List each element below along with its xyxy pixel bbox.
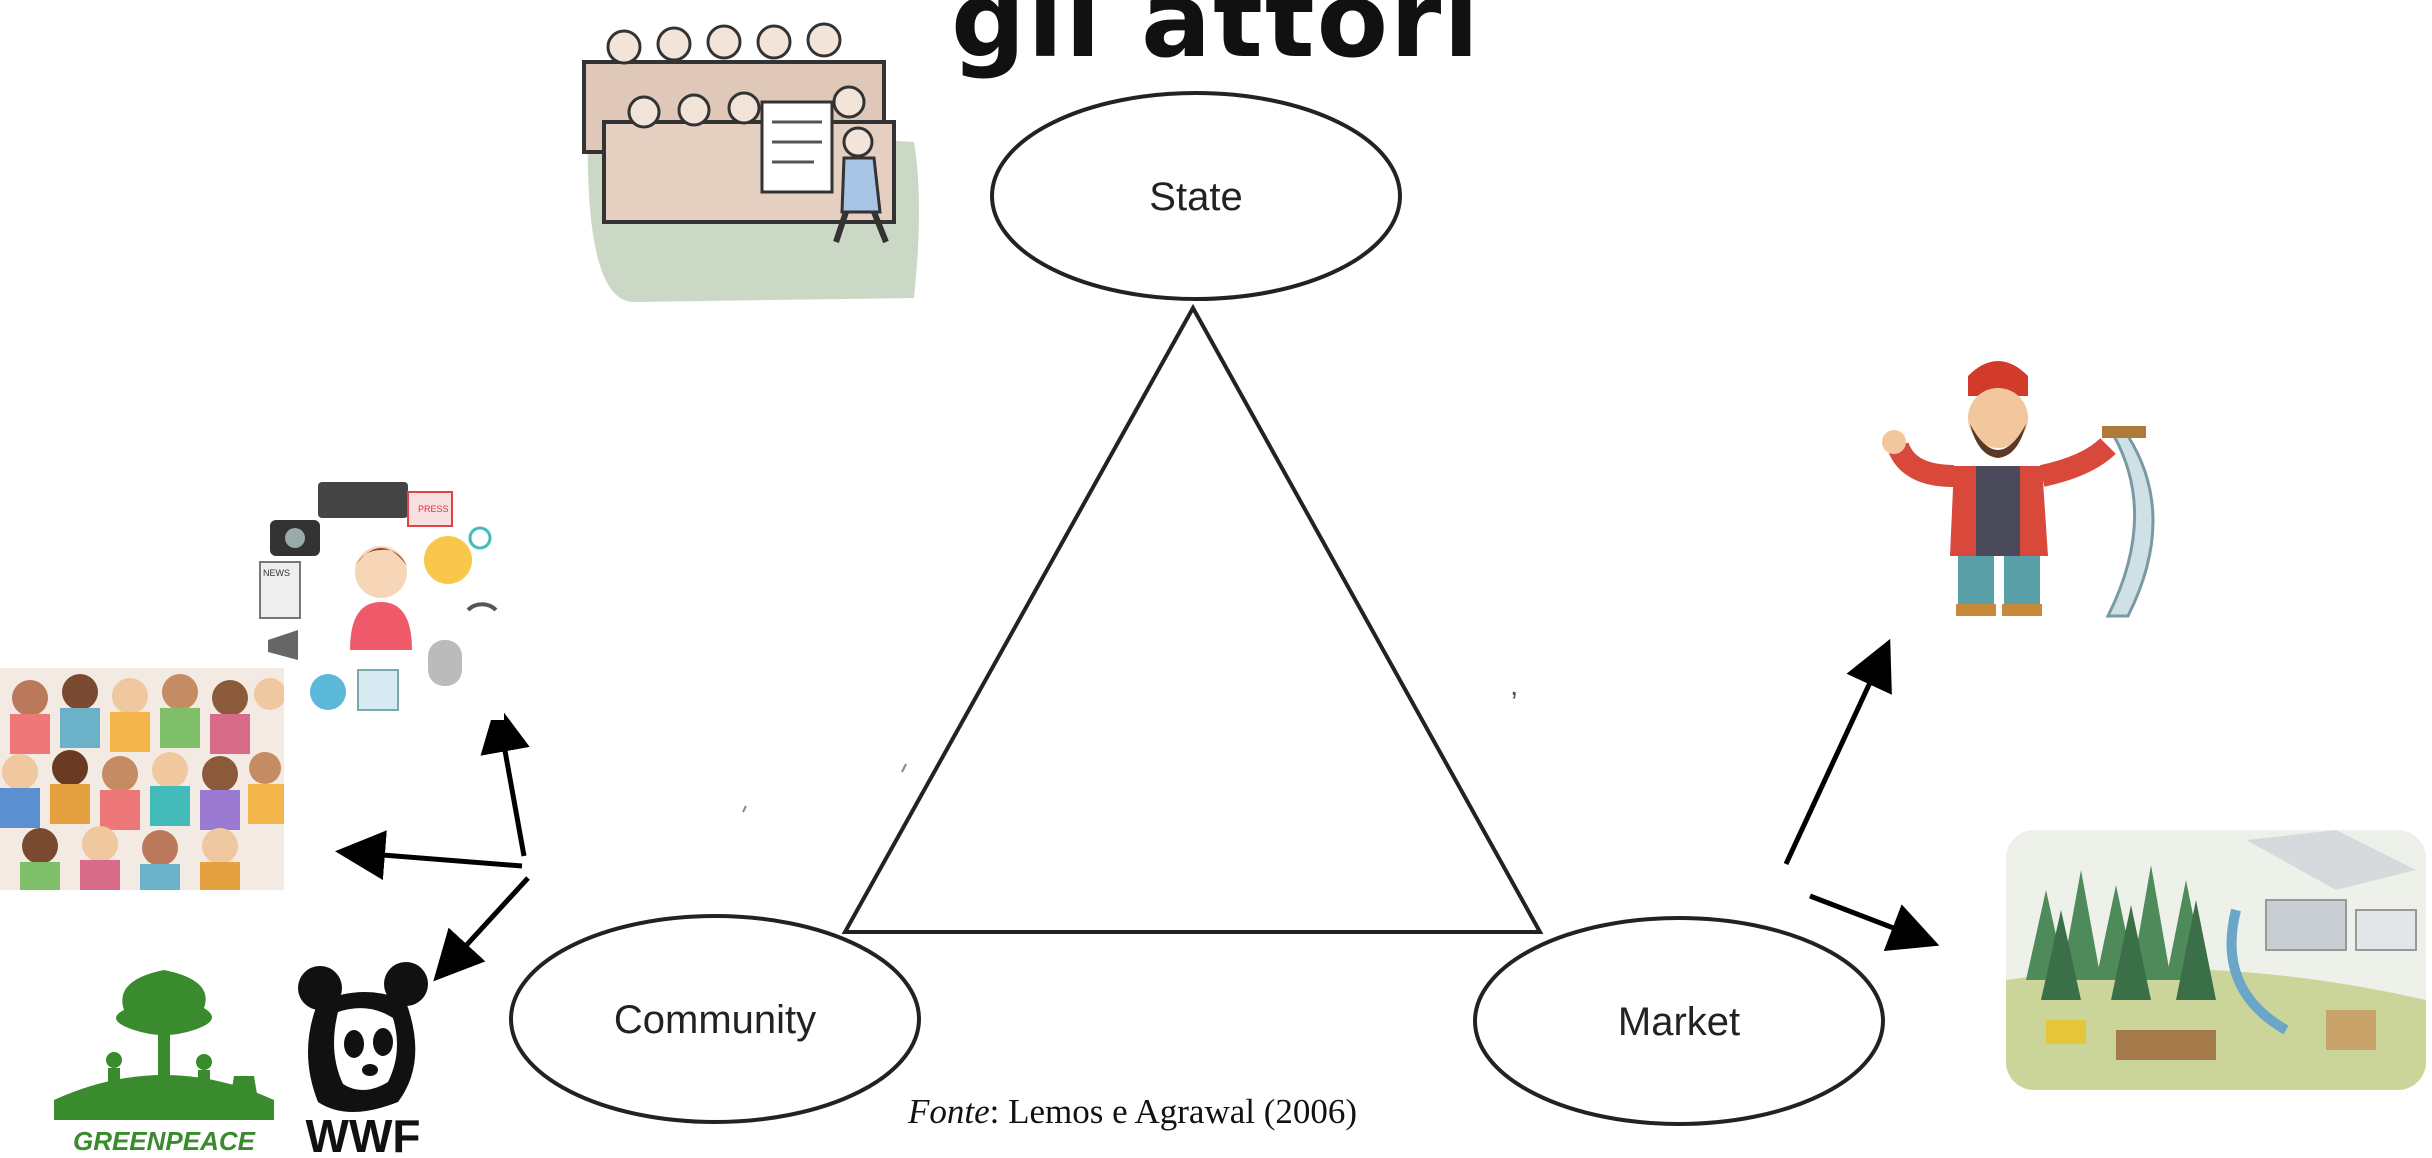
crowd-illustration — [0, 668, 284, 890]
media-illustration: PRESS NEWS — [258, 470, 504, 720]
timber-industry-illustration — [2006, 830, 2426, 1090]
wwf-wordmark: WWF — [306, 1110, 421, 1158]
market-node: Market — [1473, 916, 1885, 1126]
community-node: Community — [509, 914, 921, 1124]
source-text: : Lemos e Agrawal (2006) — [989, 1092, 1358, 1131]
state-node: State — [990, 91, 1402, 301]
greenpeace-wordmark: GREENPEACE — [73, 1126, 256, 1156]
greenpeace-logo: GREENPEACE — [44, 950, 284, 1158]
source-citation: Fonte: Lemos e Agrawal (2006) — [908, 1092, 1357, 1132]
actors-triangle — [841, 303, 1544, 934]
press-badge: PRESS — [418, 504, 449, 514]
community-label: Community — [614, 998, 816, 1042]
parliament-illustration — [574, 2, 934, 322]
lumberjack-illustration — [1858, 346, 2198, 626]
arrow-community-to-crowd — [335, 830, 523, 881]
wwf-logo: WWF — [288, 962, 438, 1158]
state-label: State — [1149, 175, 1242, 219]
market-label: Market — [1618, 1000, 1740, 1044]
source-label: Fonte — [908, 1092, 990, 1131]
text-fragment-mark — [742, 805, 747, 813]
text-fragment-mark — [901, 763, 907, 773]
arrow-market-to-industry — [1809, 893, 1940, 952]
arrow-community-to-media — [480, 702, 530, 857]
news-badge: NEWS — [263, 568, 290, 578]
arrow-community-to-ngo — [433, 876, 530, 982]
arrow-market-to-lumberjack — [1783, 638, 1892, 866]
slide-title: gli attori — [951, 0, 1481, 81]
text-fragment: , — [1510, 669, 1518, 702]
